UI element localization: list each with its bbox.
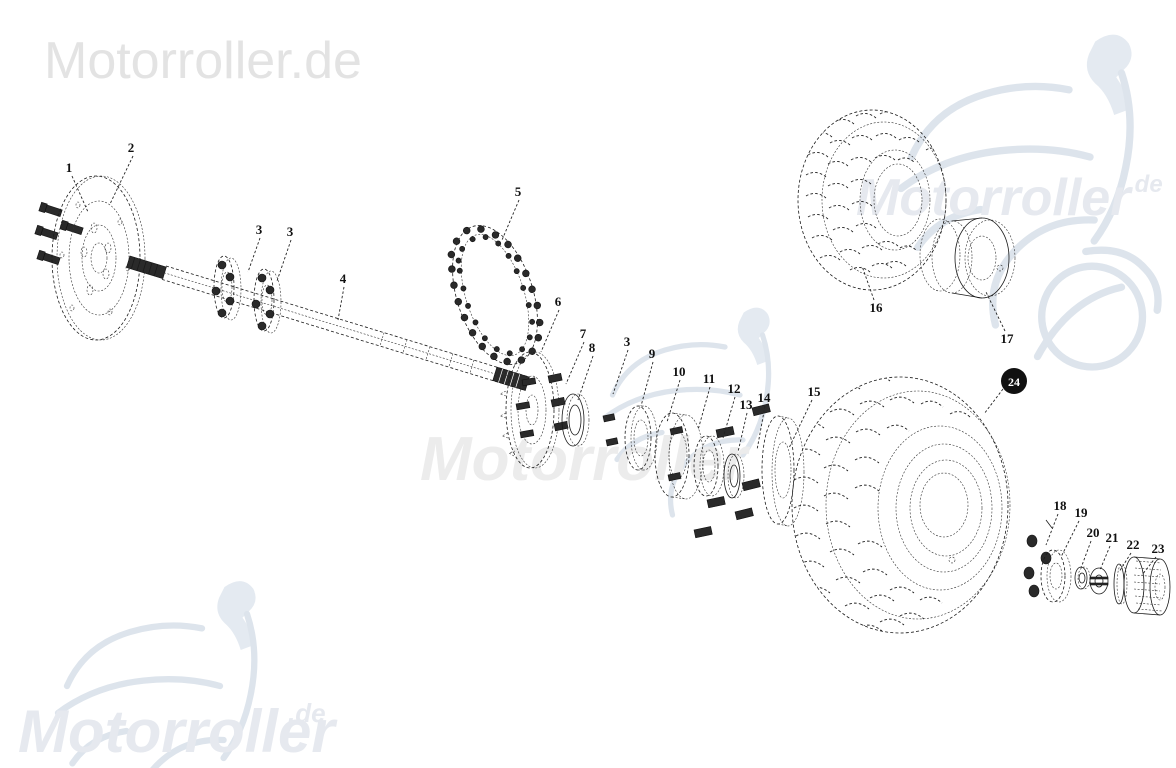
hub-flange-bolt — [211, 255, 242, 321]
leader-15 — [788, 399, 813, 449]
leader-9 — [640, 361, 654, 407]
watermark-right: Motorroller — [856, 169, 1133, 227]
callout-13[interactable]: 13 — [740, 397, 754, 412]
washer — [723, 453, 745, 499]
callout-1[interactable]: 1 — [66, 160, 73, 175]
leader-23 — [1141, 556, 1157, 576]
watermark-layer: Motorroller.de Motorroller .de Motorroll… — [18, 32, 1163, 768]
leader-2 — [109, 155, 134, 205]
callout-21[interactable]: 21 — [1106, 530, 1119, 545]
spacer-collar — [561, 393, 590, 447]
leader-3a — [247, 237, 261, 273]
callout-labels-layer: 1 2 3 3 4 5 6 7 8 3 9 10 11 12 13 14 15 … — [66, 140, 1165, 556]
sprocket-nut — [547, 372, 569, 432]
watermark-middle: Motorroller — [420, 425, 750, 494]
callout-19[interactable]: 19 — [1075, 505, 1089, 520]
leader-13 — [737, 412, 748, 453]
callout-3c[interactable]: 3 — [624, 334, 631, 349]
leader-17 — [985, 291, 1006, 332]
leader-7 — [565, 341, 585, 385]
leader-8 — [577, 355, 594, 401]
leader-21 — [1099, 545, 1111, 571]
callout-15[interactable]: 15 — [808, 384, 822, 399]
leader-1 — [71, 175, 89, 213]
watermark-bottom-left-suffix: .de — [288, 698, 326, 728]
leader-16 — [861, 265, 875, 301]
callout-8[interactable]: 8 — [589, 340, 596, 355]
leader-3b — [276, 239, 292, 282]
leader-11 — [697, 386, 711, 431]
wheel-hub-plate — [761, 415, 805, 527]
callout-10[interactable]: 10 — [673, 364, 686, 379]
leader-lines-layer — [71, 155, 1157, 576]
leader-5 — [501, 199, 520, 241]
leader-20 — [1080, 540, 1092, 569]
callout-23[interactable]: 23 — [1152, 541, 1166, 556]
callout-5[interactable]: 5 — [515, 184, 522, 199]
leader-10 — [666, 379, 681, 423]
rear-tire-assembly — [791, 376, 1011, 634]
callout-11[interactable]: 11 — [703, 371, 715, 386]
bearing — [624, 405, 658, 471]
lug-nut — [734, 403, 771, 521]
leader-3c — [612, 349, 629, 395]
watermark-bottom-left: Motorroller — [18, 698, 338, 765]
watermark-right-suffix: .de — [1128, 171, 1163, 198]
leader-14 — [756, 405, 766, 451]
hub-bolt — [602, 413, 619, 447]
axle-end-hardware — [1023, 519, 1171, 616]
scooter-silhouette-icon — [602, 307, 772, 518]
callout-14[interactable]: 14 — [758, 390, 772, 405]
retaining-ring — [693, 435, 725, 497]
callout-3b[interactable]: 3 — [287, 224, 294, 239]
leader-18 — [1045, 513, 1059, 546]
hub-flange-bolt — [251, 268, 282, 334]
callout-4[interactable]: 4 — [340, 271, 347, 286]
scooter-silhouette-icon — [54, 581, 258, 768]
brake-disc-bolt — [34, 201, 84, 265]
leader-24 — [983, 388, 1004, 415]
callout-20[interactable]: 20 — [1087, 525, 1100, 540]
callout-18[interactable]: 18 — [1054, 498, 1068, 513]
bearing-cap — [1074, 566, 1091, 590]
axle-washer — [1040, 549, 1072, 603]
castle-nut — [1089, 567, 1109, 595]
callout-2[interactable]: 2 — [128, 140, 135, 155]
drive-chain — [447, 225, 544, 366]
callout-16[interactable]: 16 — [870, 300, 884, 315]
leader-4 — [337, 286, 345, 321]
hub-body — [654, 412, 704, 500]
front-wheel-rim — [919, 217, 1016, 299]
rear-sprocket — [499, 351, 560, 469]
badge-circle — [1001, 368, 1027, 394]
callout-17[interactable]: 17 — [1001, 331, 1015, 346]
callout-7[interactable]: 7 — [580, 326, 587, 341]
callout-24: 24 — [1008, 375, 1020, 389]
leader-19 — [1060, 520, 1080, 558]
callout-3a[interactable]: 3 — [256, 222, 263, 237]
callout-9[interactable]: 9 — [649, 346, 656, 361]
callout-22[interactable]: 22 — [1127, 537, 1140, 552]
callout-12[interactable]: 12 — [728, 381, 741, 396]
leader-22 — [1118, 552, 1132, 573]
wheel-cylinder — [1123, 556, 1171, 616]
callout-6[interactable]: 6 — [555, 294, 562, 309]
leader-6 — [540, 309, 560, 353]
rear-axle-shaft — [126, 255, 530, 391]
watermark-top-left: Motorroller.de — [44, 32, 362, 90]
callout-24-badge[interactable]: 24 — [1001, 368, 1027, 394]
